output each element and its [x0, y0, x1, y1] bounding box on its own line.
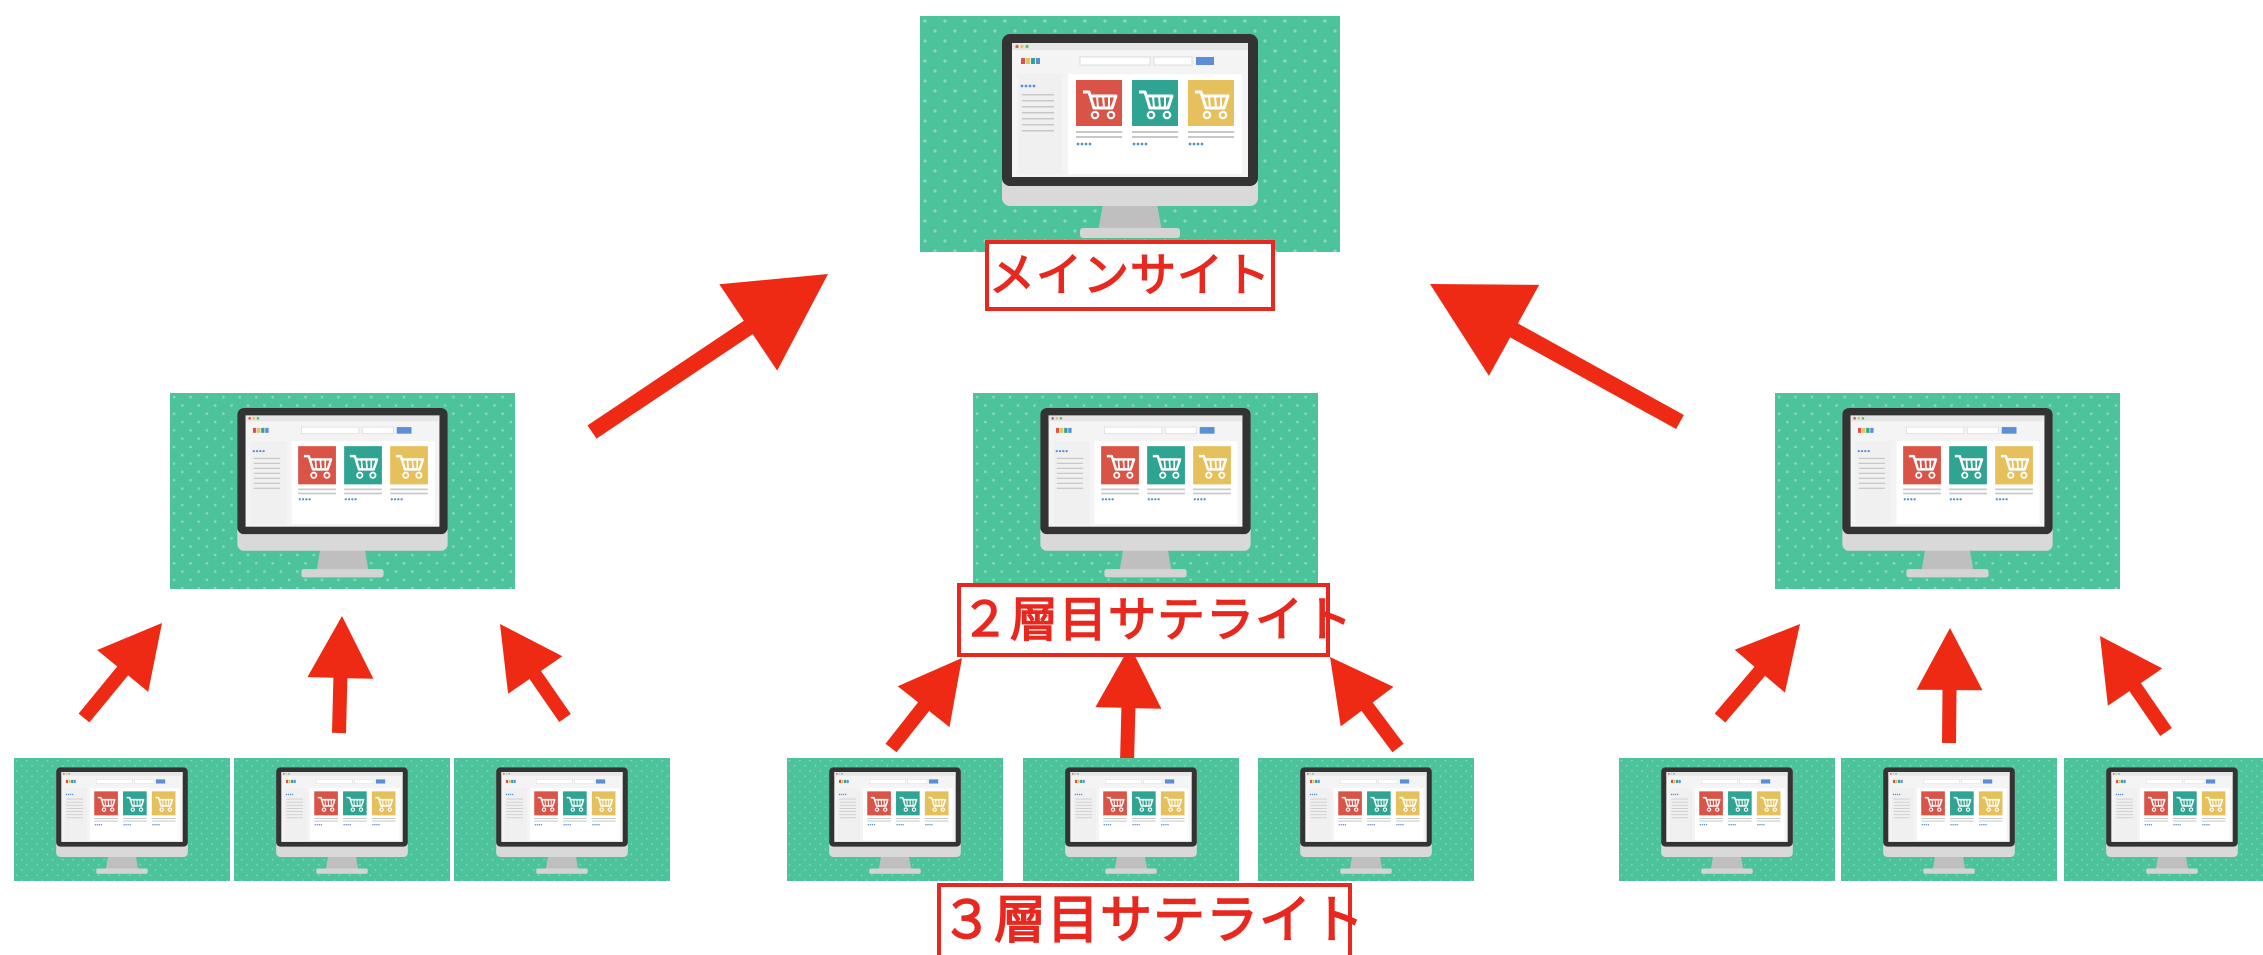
arrow-t3-2-to-t2-left [307, 616, 374, 734]
monitor-cart-icon [1619, 758, 1835, 881]
monitor-cart-icon [973, 393, 1318, 589]
arrow-t3-1-to-t2-left [78, 623, 162, 723]
monitor-cart-icon [1258, 758, 1474, 881]
tier3-satellite-label: ３層目サテライト [937, 883, 1364, 955]
arrow-t3-5-to-t2-center [1095, 646, 1162, 764]
monitor-cart-icon [454, 758, 670, 881]
arrow-t3-7-to-t2-right [1714, 624, 1800, 723]
monitor-cart-icon [14, 758, 230, 881]
arrow-t3-3-to-t2-left [500, 624, 571, 722]
monitor-cart-icon [1841, 758, 2057, 881]
monitor-cart-icon [2064, 758, 2263, 881]
monitor-cart-icon [234, 758, 450, 881]
arrow-t2-left-to-main [587, 274, 828, 439]
arrow-t2-right-to-main [1430, 284, 1684, 429]
monitor-cart-icon [1775, 393, 2120, 589]
arrow-t3-6-to-t2-center [1330, 657, 1404, 753]
monitor-cart-icon [170, 393, 515, 589]
arrow-t3-4-to-t2-center [885, 658, 962, 753]
monitor-cart-icon [920, 16, 1340, 252]
tier2-satellite-label: ２層目サテライト [957, 583, 1352, 657]
monitor-cart-icon [1023, 758, 1239, 881]
arrow-t3-9-to-t2-right [2100, 636, 2172, 736]
arrow-t3-8-to-t2-right [1916, 628, 1983, 744]
monitor-cart-icon [787, 758, 1003, 881]
main-site-label: メインサイト [985, 240, 1275, 311]
